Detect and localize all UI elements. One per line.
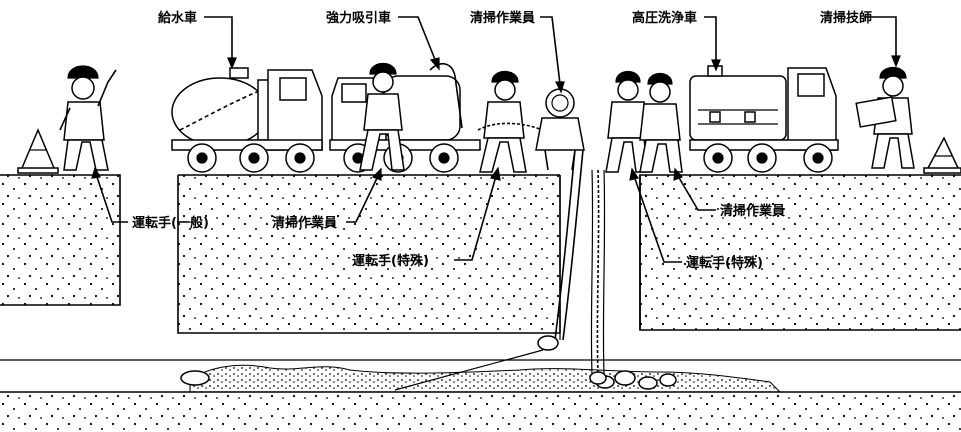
cleaning-technician-figure: [855, 66, 915, 169]
label-suction-truck: 強力吸引車: [326, 10, 440, 71]
label-driver-general: 運転手(一般): [91, 166, 209, 231]
svg-text:強力吸引車: 強力吸引車: [326, 10, 391, 26]
svg-text:清掃作業員: 清掃作業員: [470, 10, 535, 26]
label-cleaning-worker-left: 清掃作業員: [272, 167, 382, 231]
svg-text:清掃技師: 清掃技師: [820, 10, 872, 26]
label-cleaning-technician: 清掃技師: [820, 10, 901, 68]
svg-text:運転手(一般): 運転手(一般): [132, 215, 209, 231]
water-supply-truck: [171, 67, 323, 173]
driver-general-figure: [59, 65, 117, 171]
label-cleaning-worker-right: 清掃作業員: [673, 167, 785, 219]
label-driver-special-left: 運転手(特殊): [352, 166, 501, 269]
sediment: [189, 364, 782, 393]
hoses: [394, 149, 607, 391]
cleaning-worker-manhole: [535, 88, 585, 171]
suction-nozzle: [537, 335, 559, 351]
label-water-supply-truck: 給水車: [158, 10, 237, 70]
svg-text:運転手(特殊): 運転手(特殊): [686, 255, 763, 271]
svg-text:清掃作業員: 清掃作業員: [272, 215, 337, 231]
label-cleaning-worker-top: 清掃作業員: [470, 10, 565, 94]
ground-block-middle: [178, 175, 560, 333]
svg-text:運転手(特殊): 運転手(特殊): [352, 253, 429, 269]
suction-truck: [329, 63, 481, 173]
cleaning-worker-figures-right: [605, 70, 683, 173]
label-driver-special-right: 運転手(特殊): [629, 167, 763, 271]
ground: [0, 174, 961, 432]
traffic-cone-left: [17, 128, 59, 174]
ground-block-left: [0, 175, 120, 305]
ground-bottom: [0, 392, 961, 432]
high-pressure-washer-truck: [689, 65, 839, 173]
cleaning-worker-figure-left: [359, 62, 405, 171]
svg-text:給水車: 給水車: [158, 10, 197, 26]
ground-block-right: [640, 175, 961, 330]
svg-text:高圧洗浄車: 高圧洗浄車: [632, 10, 697, 26]
svg-text:清掃作業員: 清掃作業員: [720, 203, 785, 219]
label-high-pressure-truck: 高圧洗浄車: [632, 10, 721, 72]
